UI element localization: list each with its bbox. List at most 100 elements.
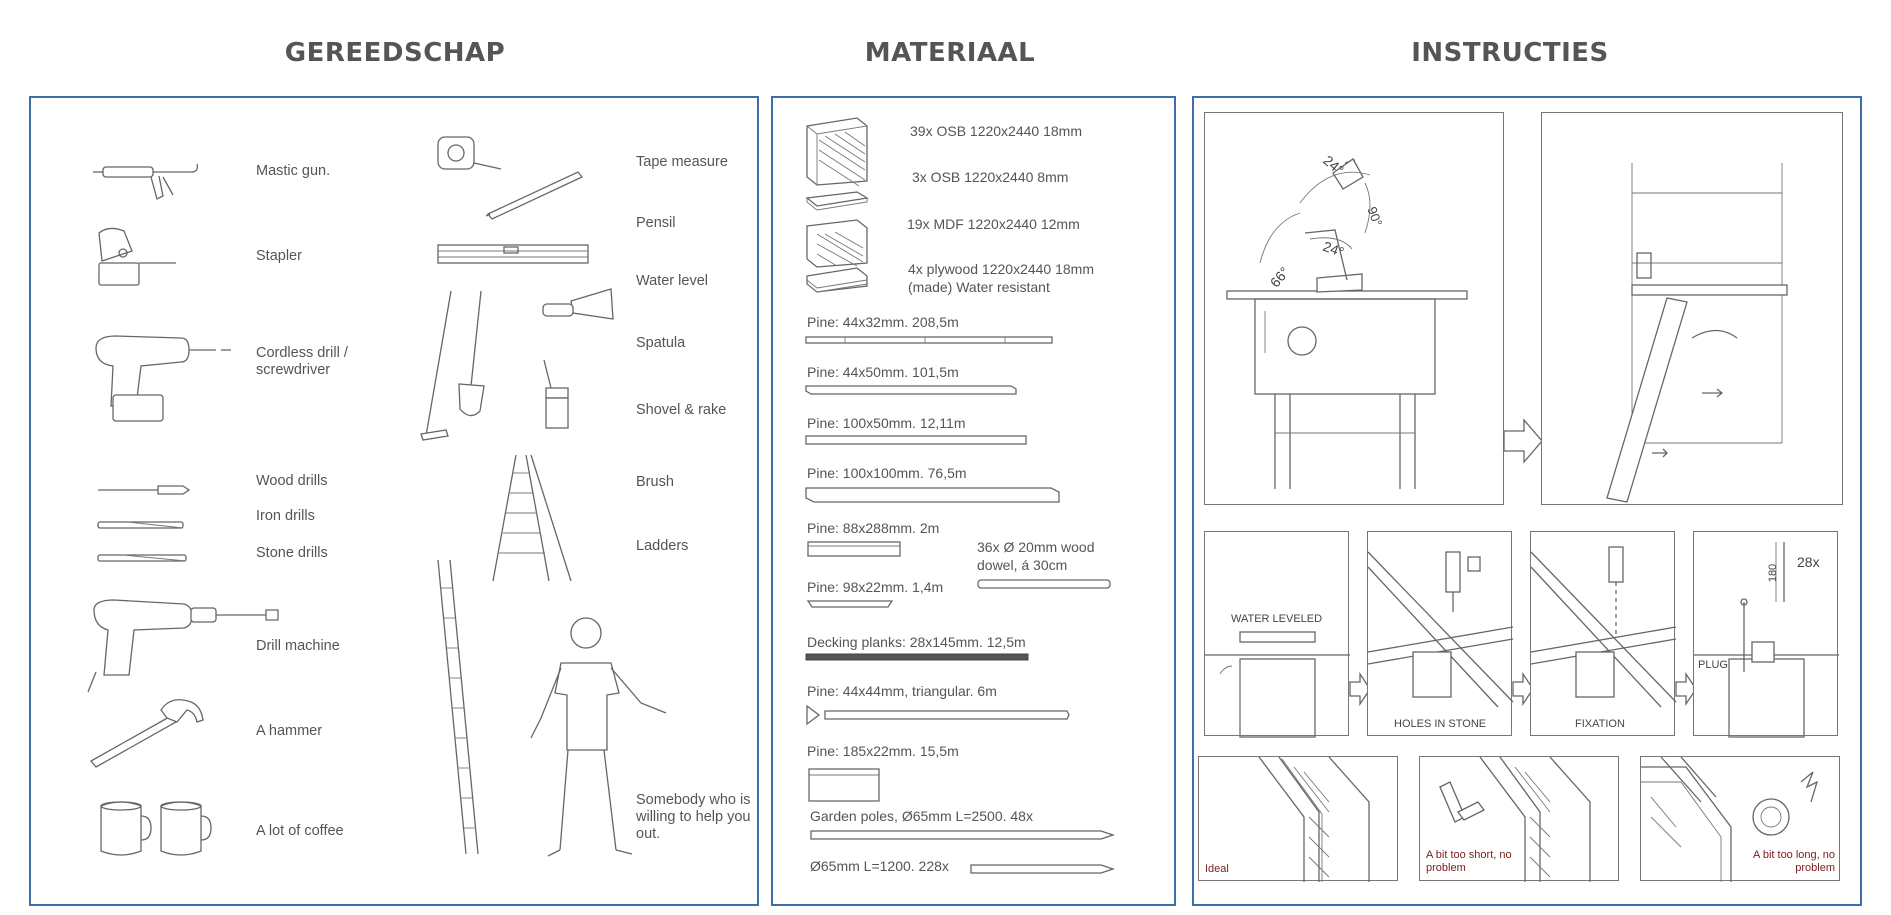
material-pine-100x50: Pine: 100x50mm. 12,11m <box>807 415 966 431</box>
garden-pole-icon <box>810 830 1116 840</box>
short-pole-icon <box>970 864 1116 874</box>
tool-label-cordless-drill: Cordless drill / screwdriver <box>256 345 348 378</box>
osb-thin-sheet-icon <box>805 191 869 211</box>
step-label-plug: PLUG <box>1698 659 1728 671</box>
table-saw-icon <box>1226 158 1468 489</box>
arrow-right-icon <box>1675 671 1697 707</box>
stapler-icon <box>98 227 176 286</box>
tool-label-spatula: Spatula <box>636 335 686 351</box>
decking-bar-icon <box>805 653 1029 661</box>
fit-too-long: A bit too long, no problem <box>1640 756 1840 882</box>
lumber-block-icon <box>808 768 880 802</box>
brush-icon <box>543 359 569 429</box>
material-dowel: 36x Ø 20mm wood dowel, á 30cm <box>977 539 1095 573</box>
material-heading: MATERIAAL <box>864 38 1036 68</box>
lumber-bar-icon <box>806 600 894 608</box>
osb-stack-icon <box>806 117 868 187</box>
tool-label-ladders: Ladders <box>636 538 689 554</box>
fit-ideal-icon <box>1258 756 1370 882</box>
material-garden-poles: Garden poles, Ø65mm L=2500. 48x <box>810 808 1033 824</box>
pencil-icon <box>485 171 584 220</box>
tool-label-tape-measure: Tape measure <box>636 154 728 170</box>
plug-step-icon <box>1694 542 1839 738</box>
material-osb-8: 3x OSB 1220x2440 8mm <box>912 169 1069 185</box>
wood-drill-bit-icon <box>98 485 191 495</box>
screw-count-label: 28x <box>1797 554 1820 570</box>
material-pine-44x50: Pine: 44x50mm. 101,5m <box>807 364 959 380</box>
triangular-bar-icon <box>806 704 1070 726</box>
material-pine-98x22: Pine: 98x22mm. 1,4m <box>807 579 944 595</box>
tool-label-water-level: Water level <box>636 273 708 289</box>
person-helper-icon <box>530 617 667 857</box>
material-pine-185x22: Pine: 185x22mm. 15,5m <box>807 743 959 759</box>
material-pine-triangular: Pine: 44x44mm, triangular. 6m <box>807 683 997 699</box>
tool-label-coffee: A lot of coffee <box>256 823 344 839</box>
drill-machine-icon <box>87 599 279 693</box>
saw-cut-icon <box>1606 163 1788 503</box>
arrow-right-icon <box>1512 671 1534 707</box>
material-pine-44x32: Pine: 44x32mm. 208,5m <box>807 314 959 330</box>
step-water-level: WATER LEVELED <box>1204 531 1350 738</box>
plywood-stack-icon <box>806 267 868 293</box>
holes-step-icon <box>1367 551 1514 708</box>
tool-label-stone-drills: Stone drills <box>256 545 328 561</box>
tools-heading: GEREEDSCHAP <box>284 38 506 68</box>
fit-label-too-short: A bit too short, no problem <box>1426 849 1512 874</box>
step-label-holes-in-stone: HOLES IN STONE <box>1394 718 1487 730</box>
material-short-poles: Ø65mm L=1200. 228x <box>810 858 949 874</box>
step-plug: 180 28x PLUG <box>1693 531 1839 738</box>
tools-panel: Mastic gun. Stapler Cordless drill / scr… <box>29 96 759 906</box>
ladder-icon <box>492 454 572 582</box>
screw-length-label: 180 <box>1767 563 1780 583</box>
lumber-bar-icon <box>805 385 1017 395</box>
fit-label-too-long: A bit too long, no problem <box>1753 849 1835 874</box>
fit-too-long-icon <box>1641 756 1819 882</box>
tape-measure-icon <box>437 136 502 170</box>
lumber-bar-icon <box>805 336 1053 344</box>
step-holes-in-stone: HOLES IN STONE <box>1367 531 1514 736</box>
cordless-drill-icon <box>95 335 231 422</box>
tool-label-hammer: A hammer <box>256 723 323 739</box>
fit-too-short-icon <box>1439 756 1591 882</box>
material-plywood: 4x plywood 1220x2440 18mm (made) Water r… <box>908 261 1095 295</box>
instructions-panel: 24° 66° 24° 90° WATER L <box>1192 96 1862 906</box>
arrow-right-icon <box>1503 418 1543 464</box>
water-level-icon <box>437 244 589 264</box>
step-label-fixation: FIXATION <box>1575 718 1625 730</box>
material-panel: 39x OSB 1220x2440 18mm 3x OSB 1220x2440 … <box>771 96 1176 906</box>
tool-label-helper: Somebody who is willing to help you out. <box>636 792 751 842</box>
mastic-gun-icon <box>93 163 199 200</box>
material-mdf: 19x MDF 1220x2440 12mm <box>907 216 1080 232</box>
dowel-icon <box>977 579 1111 589</box>
mdf-stack-icon <box>806 219 868 268</box>
lumber-bar-icon <box>807 541 901 557</box>
saw-cut-diagram <box>1541 112 1843 505</box>
material-pine-88x288: Pine: 88x288mm. 2m <box>807 520 940 536</box>
tool-label-wood-drills: Wood drills <box>256 473 328 489</box>
shovel-rake-icon <box>420 290 485 441</box>
lumber-bar-icon <box>805 487 1060 503</box>
material-osb-18: 39x OSB 1220x2440 18mm <box>910 123 1082 139</box>
fit-ideal: Ideal <box>1198 756 1398 882</box>
lumber-bar-icon <box>805 435 1027 445</box>
fit-label-ideal: Ideal <box>1205 863 1229 875</box>
spatula-icon <box>542 288 614 320</box>
tall-ladder-icon <box>437 559 479 855</box>
arrow-right-icon <box>1349 671 1371 707</box>
tool-label-drill-machine: Drill machine <box>256 638 340 654</box>
stone-drill-bit-icon <box>97 554 187 562</box>
coffee-mugs-icon <box>100 801 212 856</box>
tool-label-stapler: Stapler <box>256 248 302 264</box>
fit-too-short: A bit too short, no problem <box>1419 756 1619 882</box>
iron-drill-bit-icon <box>97 521 184 529</box>
tool-label-pencil: Pensil <box>636 215 676 231</box>
table-saw-diagram: 24° 66° 24° 90° <box>1204 112 1504 505</box>
step-fixation: FIXATION <box>1530 531 1677 736</box>
material-pine-100x100: Pine: 100x100mm. 76,5m <box>807 465 967 481</box>
hammer-icon <box>90 699 204 768</box>
instructions-heading: INSTRUCTIES <box>1411 38 1609 68</box>
material-decking: Decking planks: 28x145mm. 12,5m <box>807 634 1026 650</box>
water-level-step-icon <box>1205 631 1350 738</box>
fixation-step-icon <box>1530 546 1677 708</box>
tool-label-shovel-rake: Shovel & rake <box>636 402 727 418</box>
